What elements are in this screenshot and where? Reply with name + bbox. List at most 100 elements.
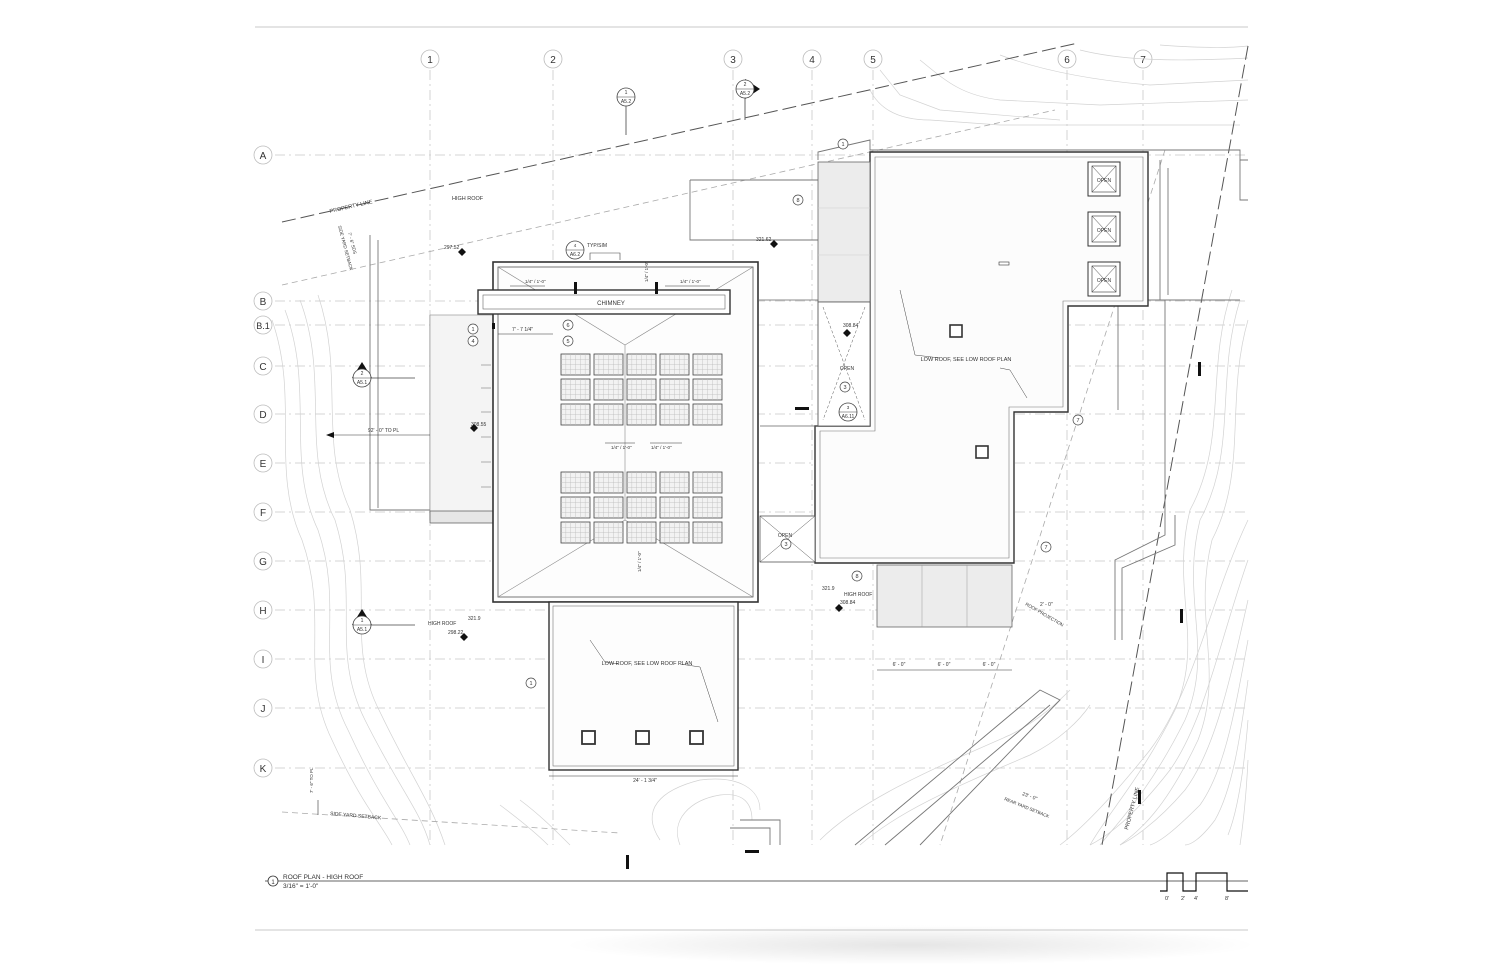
- low-roof-right-note: LOW ROOF, SEE LOW ROOF PLAN: [921, 357, 1012, 363]
- grid-row-k: K: [260, 764, 267, 775]
- keynote-label: 5: [566, 339, 569, 345]
- grid-row-i: I: [262, 655, 265, 666]
- low-roof-right-line: LOW ROOF, SEE LOW ROOF PLAN: [921, 357, 1012, 363]
- grid-row-b1: B.1: [256, 321, 270, 331]
- section-marker-4: 1 A5.1: [352, 609, 415, 635]
- skylight-open-3: [1087, 261, 1121, 297]
- title-text: ROOF PLAN - HIGH ROOF: [283, 874, 363, 881]
- elev-297-52: 297.52: [444, 245, 460, 251]
- keynote-bubble: [792, 194, 804, 206]
- grid-col-7: 7: [1140, 55, 1146, 66]
- dim-24: 24' - 1 3/4": [633, 778, 657, 784]
- grid-row-c: C: [259, 362, 266, 373]
- elev-321-62: 321.62: [756, 237, 772, 243]
- keynote-bubble: [839, 381, 851, 393]
- keynote-bubble: [837, 138, 849, 150]
- detail-tag-a6-2-sheet: A6.2: [570, 252, 581, 258]
- high-roof-left-label: HIGH ROOF: [428, 621, 456, 627]
- grid-row-bubbles: [253, 145, 273, 778]
- roof-overhang-left: [429, 314, 496, 521]
- low-roof-bottom-line: LOW ROOF, SEE LOW ROOF PLAN: [602, 661, 693, 667]
- section-marker-4-num: 1: [361, 618, 364, 624]
- grid-col-6: 6: [1064, 55, 1070, 66]
- elevation-symbols: [458, 240, 851, 641]
- wall-tags: [492, 323, 1201, 869]
- section-marker-2-sheet: A5.2: [740, 91, 751, 97]
- elev-308-84: 308.84: [843, 323, 859, 329]
- dim-6-b: 6' - 0": [938, 662, 951, 668]
- grid-col-3: 3: [730, 55, 736, 66]
- grid-row-j: J: [261, 704, 266, 715]
- keynote-label: 6: [566, 323, 569, 329]
- keynote-label: 3: [784, 542, 787, 548]
- detail-tag-a6-11: 3 A6.11: [838, 402, 858, 422]
- scale-bar: [1160, 872, 1248, 892]
- section-marker-1: 1 A5.2: [616, 87, 636, 135]
- keynote-label: 7: [1044, 545, 1047, 551]
- keynote-label: 1: [529, 681, 532, 687]
- open-label-4: OPEN: [840, 366, 855, 372]
- open-label-2: OPEN: [1097, 228, 1112, 234]
- elev-308-84b: 308.84: [840, 600, 856, 606]
- grid-col-4: 4: [809, 55, 815, 66]
- skylight-open-2: [1087, 211, 1121, 247]
- to-pl-label: 92' - 0" TO PL: [368, 428, 399, 434]
- elev-321-9b: 321.9: [822, 586, 835, 592]
- scale-label-4: 4': [1194, 896, 1198, 902]
- solar-array-bottom: [560, 471, 723, 544]
- elev-308-55: 308.55: [471, 422, 487, 428]
- grid-row-a: A: [260, 151, 267, 162]
- property-line-top-label: PROPERTY LINE: [329, 199, 373, 215]
- keynote-label: 1: [841, 142, 844, 148]
- slope-2: 1/4" / 1'-0": [680, 279, 701, 284]
- title-number: 1: [271, 880, 275, 886]
- grid-row-e: E: [260, 459, 267, 470]
- grid-row-f: F: [260, 508, 266, 519]
- slope-5: 1/4" / 1'-0": [651, 445, 672, 450]
- dim-6-a: 6' - 0": [893, 662, 906, 668]
- section-marker-4-sheet: A5.1: [357, 627, 368, 633]
- keynote-bubble: [562, 335, 574, 347]
- keynote-label: 7: [1076, 418, 1079, 424]
- skylight-open-1: [1087, 161, 1121, 197]
- section-marker-3: 2 A5.1: [352, 362, 415, 388]
- scale-label-2: 2': [1181, 896, 1185, 902]
- dim-6-c: 6' - 0": [983, 662, 996, 668]
- elev-298-22: 298.22: [448, 630, 464, 636]
- ledge-left: [429, 510, 496, 524]
- open-label-1: OPEN: [1097, 178, 1112, 184]
- section-marker-2: 2 A5.2: [735, 79, 760, 120]
- keynote-bubble: [525, 677, 537, 689]
- detail-tag-a6-2-num: 4: [574, 243, 577, 248]
- keynote-label: 4: [471, 339, 474, 345]
- open-label-5: OPEN: [778, 533, 793, 539]
- section-marker-1-sheet: A5.2: [621, 99, 632, 105]
- scale-label-0: 0': [1165, 896, 1169, 902]
- low-roof-bottom-note: LOW ROOF, SEE LOW ROOF PLAN: [602, 661, 693, 667]
- keynote-bubble: [851, 570, 863, 582]
- section-marker-3-sheet: A5.1: [357, 380, 368, 386]
- keynote-bubble: [467, 323, 479, 335]
- keynote-bubble: [562, 319, 574, 331]
- title-scale: 3/16" = 1'-0": [283, 883, 319, 890]
- roof-projection: [876, 564, 1013, 628]
- dim-7-7: 7' - 7 1/4": [512, 327, 533, 333]
- rear-yard-setback-label: REAR YARD SETBACK: [1004, 796, 1050, 819]
- setback-dim-top: 7' - 6" SDS: [347, 232, 358, 255]
- topography-contours: [271, 44, 1249, 846]
- keynote-label: 8: [796, 198, 799, 204]
- grid-col-5: 5: [870, 55, 876, 66]
- link-roof: [758, 299, 819, 427]
- connector-hatched: [817, 161, 871, 303]
- section-marker-3-num: 2: [361, 371, 364, 377]
- keynote-bubble: [1040, 541, 1052, 553]
- grid-col-1: 1: [427, 55, 433, 66]
- elev-321-9a: 321.9: [468, 616, 481, 622]
- open-label-3: OPEN: [1097, 278, 1112, 284]
- side-dim-bottom: 7' - 6" TO PL: [309, 767, 314, 793]
- keynote-label: 8: [855, 574, 858, 580]
- grid-col-2: 2: [550, 55, 556, 66]
- grid-column-bubbles: [420, 49, 1153, 69]
- dim-2: 2' - 0": [1040, 602, 1053, 608]
